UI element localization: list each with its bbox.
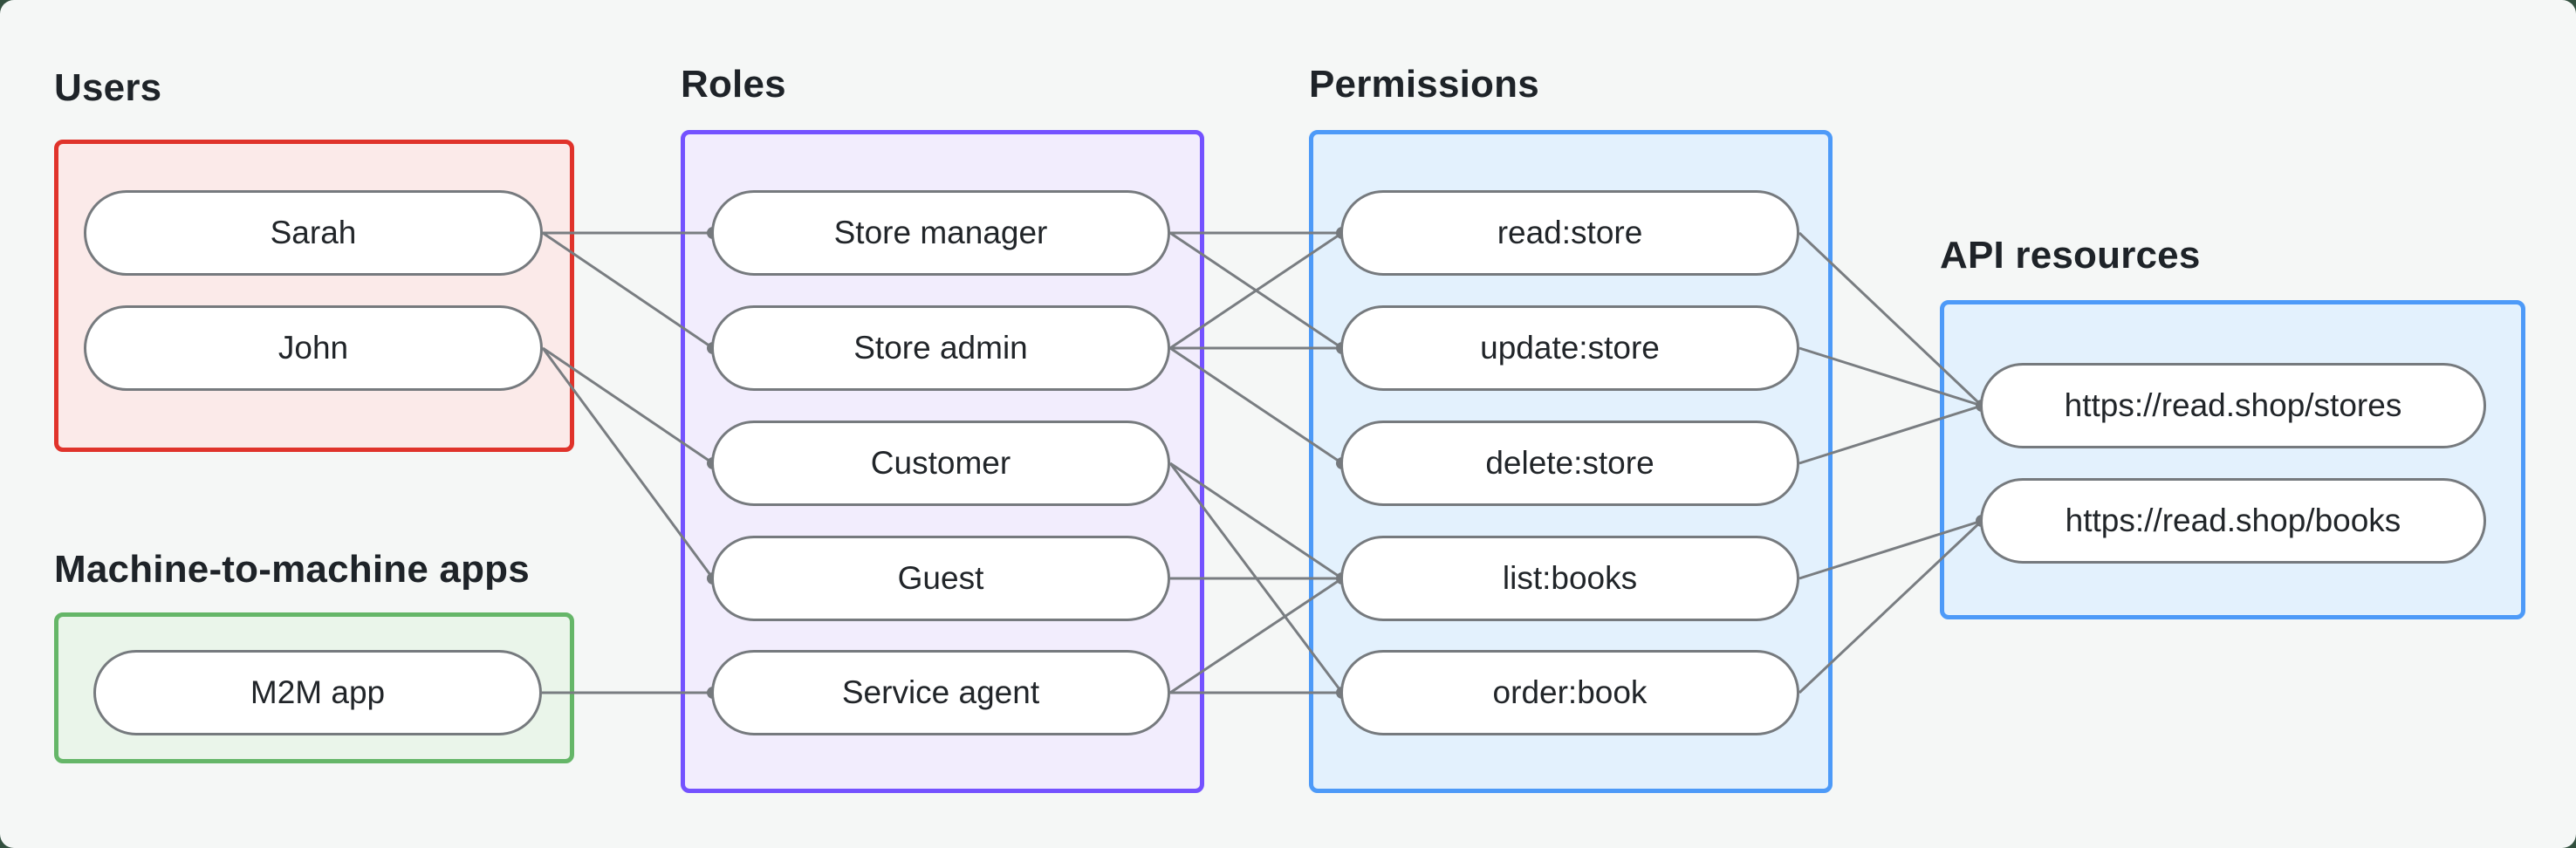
node-user-john: John — [84, 305, 543, 391]
node-permission-read-store: read:store — [1340, 190, 1799, 276]
node-role-store-admin: Store admin — [711, 305, 1170, 391]
node-permission-list-books: list:books — [1340, 536, 1799, 621]
m2m-group-label: Machine-to-machine apps — [54, 548, 530, 591]
node-permission-update-store: update:store — [1340, 305, 1799, 391]
node-permission-order-book: order:book — [1340, 650, 1799, 735]
users-group-label: Users — [54, 66, 162, 109]
users-group-box — [54, 140, 574, 452]
node-user-sarah: Sarah — [84, 190, 543, 276]
node-api-resource-books: https://read.shop/books — [1980, 478, 2486, 564]
node-api-resource-stores: https://read.shop/stores — [1980, 363, 2486, 448]
node-m2m-app: M2M app — [93, 650, 542, 735]
permissions-group-label: Permissions — [1309, 63, 1539, 106]
node-role-customer: Customer — [711, 421, 1170, 506]
node-role-guest: Guest — [711, 536, 1170, 621]
node-role-store-manager: Store manager — [711, 190, 1170, 276]
api-resources-group-box — [1940, 300, 2525, 619]
node-permission-delete-store: delete:store — [1340, 421, 1799, 506]
node-role-service-agent: Service agent — [711, 650, 1170, 735]
api-resources-group-label: API resources — [1940, 234, 2201, 277]
roles-group-label: Roles — [681, 63, 786, 106]
